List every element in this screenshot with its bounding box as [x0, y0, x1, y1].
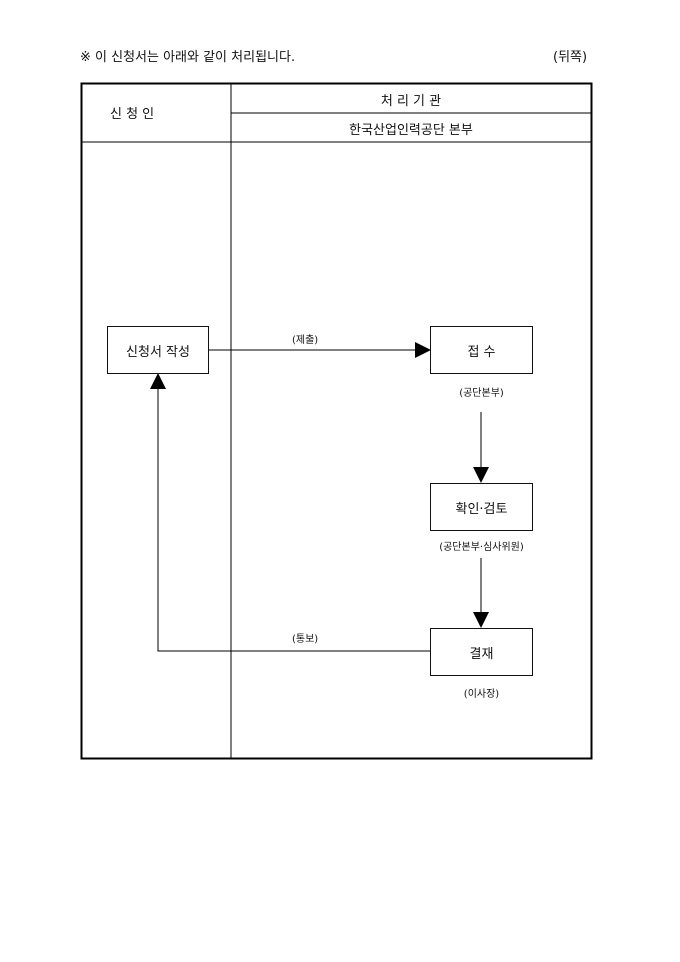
header-org-name: 한국산업인력공단 본부	[349, 123, 473, 138]
header-processing-org: 처 리 기 관	[380, 94, 442, 109]
approval-by-label: (이사장)	[463, 689, 500, 700]
table-border	[80, 82, 593, 760]
header-applicant: 신 청 인	[110, 107, 155, 122]
receipt-by-label: (공단본부)	[459, 388, 504, 399]
review-box: 확인·검토	[430, 483, 533, 531]
review-by-label: (공단본부·심사위원)	[439, 542, 524, 553]
notify-label: (통보)	[292, 634, 319, 645]
receipt-box: 접 수	[430, 326, 533, 374]
notify-arrow	[150, 373, 430, 652]
approval-box: 결재	[430, 628, 533, 676]
page-side-label: (뒤쪽)	[553, 50, 588, 65]
submit-label: (제출)	[292, 335, 319, 346]
notice-text: ※ 이 신청서는 아래와 같이 처리됩니다.	[80, 50, 296, 65]
write-application-box: 신청서 작성	[107, 326, 209, 374]
